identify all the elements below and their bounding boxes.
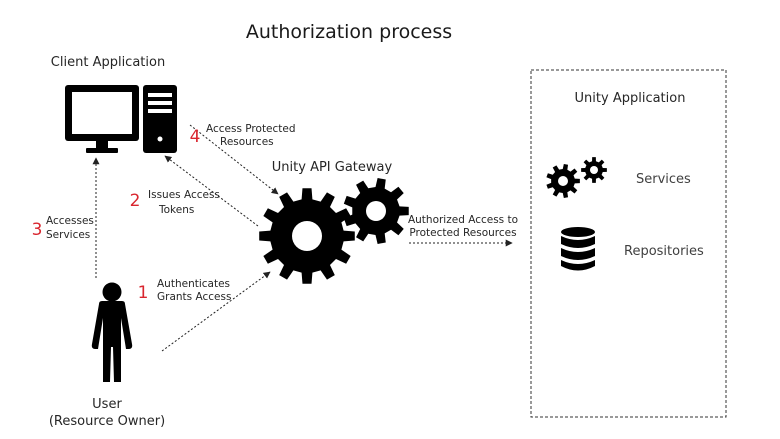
arrow-gateway-to-client <box>164 155 259 227</box>
step-1-number: 1 <box>138 283 149 303</box>
gear-hole <box>366 201 386 221</box>
unity-application-box <box>530 69 727 418</box>
repositories-label: Repositories <box>624 244 704 259</box>
authorized-access-label-line2: Protected Resources <box>409 227 516 239</box>
step-1-label-line1: Authenticates <box>157 278 230 290</box>
user-role-label: (Resource Owner) <box>49 414 165 429</box>
unity-application-title: Unity Application <box>575 91 686 106</box>
database-icon <box>561 227 595 271</box>
step-2-label-line2: Tokens <box>158 204 194 216</box>
gear-hole <box>292 221 322 251</box>
step-3-label-line1: Accesses <box>46 215 94 227</box>
step-3-number: 3 <box>32 220 43 240</box>
step-2-number: 2 <box>130 191 141 211</box>
step-3-label-line2: Services <box>46 229 90 241</box>
diagram-title: Authorization process <box>246 21 452 43</box>
client-application-label: Client Application <box>51 55 165 70</box>
services-gears-icon <box>546 157 607 198</box>
gear-hole <box>590 166 598 174</box>
person-icon <box>91 282 133 382</box>
gear-hole <box>558 176 568 186</box>
step-4-label-line2: Resources <box>220 136 274 148</box>
services-label: Services <box>636 172 691 187</box>
desktop-computer-icon <box>65 85 177 153</box>
gateway-label: Unity API Gateway <box>272 160 393 175</box>
step-2-label-line1: Issues Access <box>148 189 220 201</box>
authorized-access-label-line1: Authorized Access to <box>408 214 518 226</box>
gears-icon <box>259 178 409 284</box>
step-4-label-line1: Access Protected <box>206 123 296 135</box>
user-label: User <box>92 397 122 412</box>
step-1-label-line2: Grants Access <box>157 291 231 303</box>
step-4-number: 4 <box>190 127 201 147</box>
arrow-client-to-gateway <box>189 124 279 195</box>
